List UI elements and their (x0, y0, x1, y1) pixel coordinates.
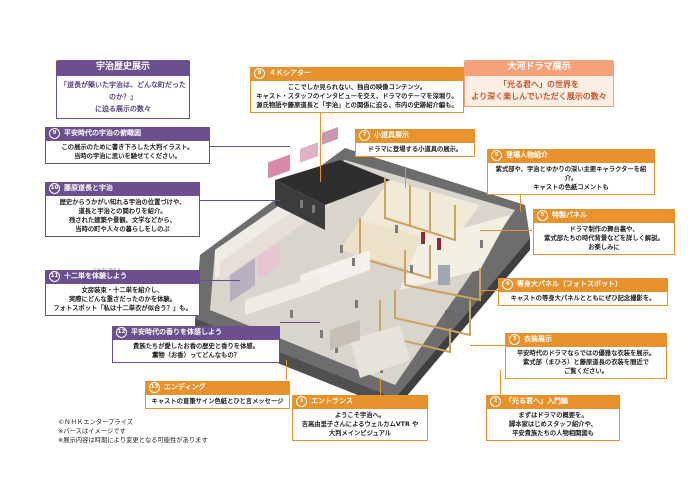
callout-title: 登場人物紹介 (506, 151, 548, 159)
connector-line (280, 322, 320, 324)
callout-line: 歴史からうかがい知れる宇治の位置づけや、 (59, 199, 186, 206)
callout-line: キャストの色紙コメントも (533, 184, 609, 191)
number-badge: 3 (509, 334, 520, 345)
change-note: ※展示内容は時期により変更となる可能性があります (58, 437, 208, 444)
callout-costume-exhibit: 3 衣装展示 平安時代のドラマならではの優雅な衣装を展示。 紫式部（まひろ）と藤原… (505, 333, 667, 379)
drama-section: 大河ドラマ展示 「光る君へ」の世界を より深く楽しんでいただく展示の数々 (464, 60, 614, 107)
callout-special-panel: 5 特製パネル ドラマ制作の舞台裏や、 紫式部たちの時代背景などを詳しく解説。 お… (533, 209, 675, 255)
callout-line: 薫物（お香）ってどんなもの？ (152, 352, 240, 359)
number-badge: 7 (359, 130, 370, 141)
callout-line: 紫式部たちの時代背景などを詳しく解説。 (544, 235, 664, 242)
callout-title: 小道具展示 (374, 131, 409, 139)
callout-title: 平安時代の香りを体感しよう (131, 328, 222, 336)
callout-title: エントランス (311, 397, 353, 405)
number-badge: 2 (490, 396, 501, 407)
callout-line: この展示のために書き下ろした大判イラスト。 (61, 144, 194, 151)
callout-heian-birdseye-view: 9 平安時代の宇治の俯瞰図 この展示のために書き下ろした大判イラスト。 当時の宇治… (45, 127, 210, 164)
number-badge: 1 (296, 396, 307, 407)
callout-line: キャストの直筆サイン色紙とひと言メッセージ (151, 398, 284, 405)
number-badge: 9 (49, 128, 60, 139)
number-badge: 13 (149, 382, 160, 393)
drama-body-line-1: 「光る君へ」の世界を (499, 80, 579, 89)
connector-line (210, 146, 290, 148)
number-badge: 10 (49, 183, 60, 194)
history-section-body: 「道長が築いた宇治は、どんな町だったのか？」 に迫る展示の数々 (56, 75, 190, 119)
callout-title: 藤原道長と宇治 (64, 184, 113, 192)
callout-4k-theater: 8 ４Ｋシアター ここでしか見られない、独自の映像コンテンツ。 キャスト・スタッフ… (250, 67, 464, 113)
callout-line: フォトスポット「私は十二単衣が似合う？」も。 (53, 305, 192, 312)
connector-line (470, 345, 518, 347)
history-section: 宇治歴史展示 「道長が築いた宇治は、どんな町だったのか？」 に迫る展示の数々 (56, 60, 190, 119)
callout-title: ４Ｋシアター (269, 69, 311, 77)
callout-title: 衣装展示 (524, 335, 552, 343)
ruby-reading: じゅうにひとえ (93, 267, 121, 272)
callout-line: 平安貴族たちの人物相関図も (512, 430, 594, 437)
callout-props-exhibit: 7 小道具展示 ドラマに登場する小道具の展示。 (355, 129, 475, 157)
number-badge: 4 (502, 279, 513, 290)
footnotes: ©ＮＨＫエンタープライズ ※パースはイメージです ※展示内容は時期により変更とな… (58, 418, 278, 445)
drama-section-title: 大河ドラマ展示 (464, 60, 614, 75)
callout-line: 実際にどんな重さだったのかを体験。 (68, 296, 177, 303)
callout-title: 特製パネル (552, 211, 587, 219)
number-badge: 8 (254, 68, 265, 79)
callout-title: 等身大パネル（フォトスポット） (517, 280, 622, 288)
history-body-line-2: に迫る展示の数々 (95, 105, 151, 113)
connector-line (286, 360, 288, 380)
callout-line: 大判メインビジュアル (328, 430, 392, 437)
callout-line: ドラマ制作の舞台裏や、 (569, 226, 639, 233)
number-badge: 12 (116, 327, 127, 338)
connector-line (500, 370, 502, 396)
callout-line: 当時の町や人々の暮らしをしのぶ (75, 226, 170, 233)
connector-line (200, 280, 240, 282)
callout-line: お楽しみに (588, 244, 620, 251)
number-badge: 6 (491, 150, 502, 161)
callout-line: キャスト・スタッフのインタビューを交え、ドラマのテーマを深堀り。 (256, 93, 458, 100)
callout-line: 貴族たちが愛したお香の歴史と香りを体感。 (133, 343, 259, 350)
connector-line (200, 200, 280, 202)
connector-line (480, 230, 532, 232)
connector-line (380, 378, 382, 396)
perspective-note: ※パースはイメージです (58, 428, 126, 435)
copyright-note: ©ＮＨＫエンタープライズ (58, 419, 133, 426)
callout-title: 十二単を体験しよう (64, 272, 127, 280)
connector-line (405, 168, 407, 188)
callout-line: 源氏物語や藤原道長と「宇治」との関係に迫る、市内の史跡紹介編も。 (256, 102, 458, 109)
callout-line: 紫式部（まひろ）と藤原道長の衣装を間近で (523, 359, 649, 366)
callout-title: 「光る君へ」入門編 (505, 397, 568, 405)
callout-line: 当時の宇治に思いを馳せてください。 (74, 153, 181, 160)
callout-line: 道長と宇治との関わりを紹介。 (78, 208, 167, 215)
number-badge: 11 (49, 271, 60, 282)
callout-life-size-panel: 4 等身大パネル（フォトスポット） キャストの等身大パネルとともにぜひ記念撮影を。 (498, 278, 668, 306)
history-body-line-1: 「道長が築いた宇治は、どんな町だったのか？」 (60, 81, 186, 101)
callout-michinaga-and-uji: 10 藤原道長と宇治 歴史からうかがい知れる宇治の位置づけや、 道長と宇治との関わ… (45, 182, 200, 237)
callout-line: 平安時代のドラマならではの優雅な衣装を展示。 (516, 350, 656, 357)
callout-line: ご覧ください。 (563, 368, 609, 375)
drama-section-body: 「光る君へ」の世界を より深く楽しんでいただく展示の数々 (464, 75, 614, 107)
callout-line: ここでしか見られない、独自の映像コンテンツ。 (287, 84, 427, 91)
callout-line: 紫式部や、宇治とゆかりの深い主要キャラクターを紹介。 (495, 166, 647, 182)
number-badge: 5 (537, 210, 548, 221)
callout-title: 平安時代の宇治の俯瞰図 (64, 129, 141, 137)
drama-body-line-2: より深く楽しんでいただく展示の数々 (471, 92, 607, 101)
history-section-title: 宇治歴史展示 (56, 60, 190, 75)
callout-line: キャストの等身大パネルとともにぜひ記念撮影を。 (510, 295, 656, 302)
callout-junihitoe-experience: じゅうにひとえ 11 十二単を体験しよう 女房装束・十二単を紹介し、 実際にどんな… (45, 267, 200, 316)
callout-drama-intro: 2 「光る君へ」入門編 まずはドラマの概要を。 脚本家はじめスタッフ紹介や、 平安… (486, 395, 620, 441)
callout-title: エンディング (164, 383, 206, 391)
callout-line: 残された建築や景観、文学などから、 (68, 217, 177, 224)
callout-line: まずはドラマの概要を。 (518, 412, 588, 419)
callout-character-intro: 6 登場人物紹介 紫式部や、宇治とゆかりの深い主要キャラクターを紹介。 キャストの… (487, 149, 655, 195)
callout-heian-incense: 12 平安時代の香りを体感しよう 貴族たちが愛したお香の歴史と香りを体感。 薫物（… (112, 326, 280, 363)
callout-line: 女房装束・十二単を紹介し、 (81, 287, 164, 294)
callout-line: ドラマに登場する小道具の展示。 (367, 146, 463, 153)
callout-line: ようこそ宇治へ。 (334, 412, 386, 419)
callout-line: 脚本家はじめスタッフ紹介や、 (509, 421, 597, 428)
connector-line (320, 112, 322, 182)
callout-ending: 13 エンディング キャストの直筆サイン色紙とひと言メッセージ (145, 381, 290, 409)
callout-entrance: 1 エントランス ようこそ宇治へ。 吉高由里子さんによるウェルカムVTR や 大判… (292, 395, 428, 441)
callout-line: 吉高由里子さんによるウェルカムVTR や (301, 421, 419, 428)
